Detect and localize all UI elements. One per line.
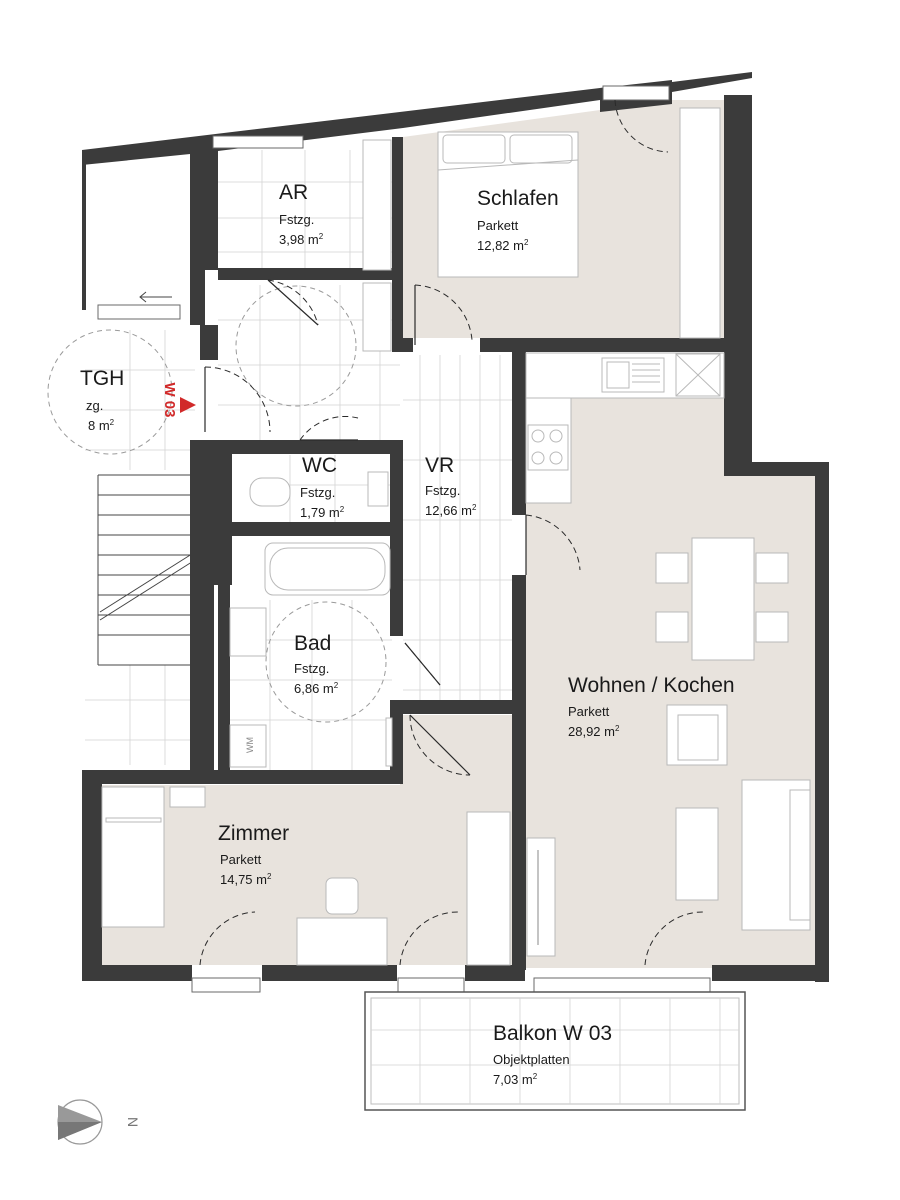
room-vr-floor: Fstzg. — [425, 483, 460, 498]
room-schlafen-floor: Parkett — [477, 218, 519, 233]
room-balkon-floor: Objektplatten — [493, 1052, 570, 1067]
room-balkon-name: Balkon W 03 — [493, 1022, 612, 1045]
stairs — [97, 474, 196, 666]
wardrobe-schlafen — [679, 107, 721, 339]
room-tgh-area: 8 m2 — [88, 418, 115, 433]
room-wc-floor: Fstzg. — [300, 485, 335, 500]
entrance-marker: W 03 — [161, 382, 196, 418]
room-zimmer-name: Zimmer — [218, 822, 289, 845]
windows — [97, 85, 711, 993]
furniture — [47, 107, 811, 966]
washer — [229, 724, 267, 768]
north-label: N — [125, 1117, 141, 1127]
room-wohnen-name: Wohnen / Kochen — [568, 674, 735, 697]
doors — [199, 99, 704, 966]
desk-chair — [325, 877, 359, 915]
room-schlafen-name: Schlafen — [477, 187, 559, 210]
balcony — [364, 991, 746, 1111]
room-wc-area: 1,79 m2 — [300, 505, 345, 520]
wardrobe-zimmer — [466, 811, 511, 966]
room-wohnen-floor: Parkett — [568, 704, 610, 719]
room-wohnen-area: 28,92 m2 — [568, 724, 620, 739]
room-tgh-floor: zg. — [86, 398, 103, 413]
room-ar-floor: Fstzg. — [279, 212, 314, 227]
wc-basin — [367, 471, 389, 507]
room-labels: AR Fstzg. 3,98 m2 Schlafen Parkett 12,82… — [80, 181, 735, 1087]
room-vr-area: 12,66 m2 — [425, 503, 477, 518]
room-wc-name: WC — [302, 454, 337, 477]
desk — [296, 917, 388, 966]
washer-label: WM — [245, 737, 255, 753]
room-ar-name: AR — [279, 181, 308, 204]
toilet — [249, 477, 291, 507]
room-bad-floor: Fstzg. — [294, 661, 329, 676]
room-schlafen-area: 12,82 m2 — [477, 238, 529, 253]
room-ar-area: 3,98 m2 — [279, 232, 324, 247]
stair-arrow-icon — [139, 291, 172, 303]
room-balkon-area: 7,03 m2 — [493, 1072, 538, 1087]
dining-table — [691, 537, 755, 661]
room-vr-name: VR — [425, 454, 454, 477]
north-arrow-icon: N — [57, 1099, 141, 1145]
single-bed — [101, 786, 165, 928]
room-zimmer-floor: Parkett — [220, 852, 262, 867]
room-bad-name: Bad — [294, 632, 331, 655]
room-zimmer-area: 14,75 m2 — [220, 872, 272, 887]
neighbor-wall — [742, 355, 752, 475]
floor-zimmer — [98, 715, 512, 965]
bath-basin — [229, 607, 267, 657]
entrance-label: W 03 — [161, 382, 178, 417]
room-tgh-name: TGH — [80, 367, 124, 390]
tv-sideboard — [526, 837, 556, 957]
room-bad-area: 6,86 m2 — [294, 681, 339, 696]
coffee-table — [675, 807, 719, 901]
